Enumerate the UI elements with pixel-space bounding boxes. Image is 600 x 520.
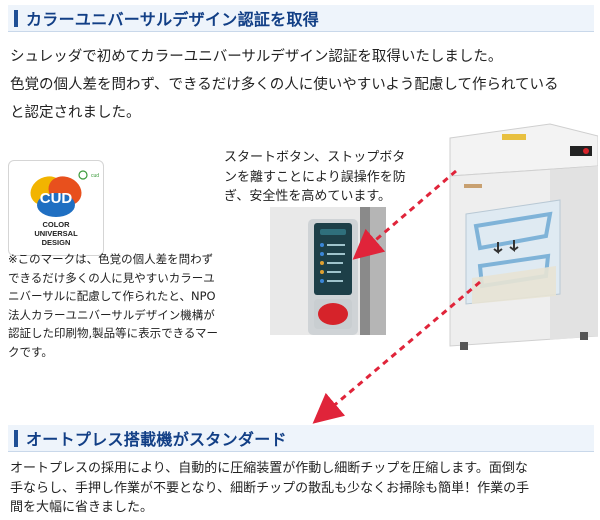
panel-caption: スタートボタン、ストップボタ ンを離すことにより誤操作を防 ぎ、安全性を高めてい… (224, 148, 434, 207)
control-panel-illustration (270, 207, 386, 335)
shredder-photo (430, 118, 599, 354)
note-line: できるだけ多くの人に見やすいカラーユ (8, 270, 215, 285)
heading-bar (14, 429, 18, 447)
caption-line: スタートボタン、ストップボタ (224, 150, 406, 165)
intro-line: 色覚の個人差を問わず、できるだけ多くの人に使いやすいよう配慮して作られている (10, 77, 559, 93)
section-title-autopress: オートプレス搭載機がスタンダード (26, 430, 287, 449)
cud-line3: DESIGN (42, 238, 71, 247)
section-header-cud: カラーユニバーサルデザイン認証を取得 (8, 5, 594, 32)
control-panel-photo (270, 207, 386, 335)
note-line: ニバーサルに配慮して作られたと、NPO (8, 289, 216, 303)
note-line: クです。 (8, 344, 53, 359)
cud-mark-text: CUD (40, 190, 73, 207)
note-line: 認証した印刷物,製品等に表示できるマー (8, 326, 218, 340)
cud-line1: COLOR (42, 220, 70, 229)
cud-line2: UNIVERSAL (34, 229, 78, 238)
autopress-text: オートプレスの採用により、自動的に圧縮装置が作動し細断チップを圧縮します。面倒な… (10, 459, 594, 518)
body-line: 手ならし、手押し作業が不要となり、細断チップの散乱も少なくお掃除も簡単！作業の手 (10, 480, 530, 496)
cud-badge-text: cud (91, 173, 99, 179)
section-header-autopress: オートプレス搭載機がスタンダード (8, 425, 594, 452)
caption-line: ンを離すことにより誤操作を防 (224, 169, 406, 185)
body-line: 間を大幅に省きました。 (10, 500, 154, 515)
cud-note: ※このマークは、色覚の個人差を問わず できるだけ多くの人に見やすいカラーユ ニバ… (8, 250, 230, 361)
intro-text: シュレッダで初めてカラーユニバーサルデザイン認証を取得いたしました。 色覚の個人… (10, 43, 590, 127)
section-title-cud: カラーユニバーサルデザイン認証を取得 (26, 10, 320, 29)
intro-line: シュレッダで初めてカラーユニバーサルデザイン認証を取得いたしました。 (10, 49, 503, 65)
note-line: ※このマークは、色覚の個人差を問わず (8, 252, 214, 266)
note-line: 法人カラーユニバーサルデザイン機構が (8, 307, 215, 322)
intro-line: と認定されました。 (10, 105, 141, 121)
shredder-illustration (449, 123, 599, 350)
caption-line: ぎ、安全性を高めています。 (224, 189, 392, 204)
cud-logo-graphic: CUD COLOR UNIVERSAL DESIGN cud (30, 170, 99, 247)
heading-bar (14, 9, 18, 27)
cud-logo: CUD COLOR UNIVERSAL DESIGN cud (8, 160, 104, 256)
body-line: オートプレスの採用により、自動的に圧縮装置が作動し細断チップを圧縮します。面倒な (10, 461, 528, 476)
